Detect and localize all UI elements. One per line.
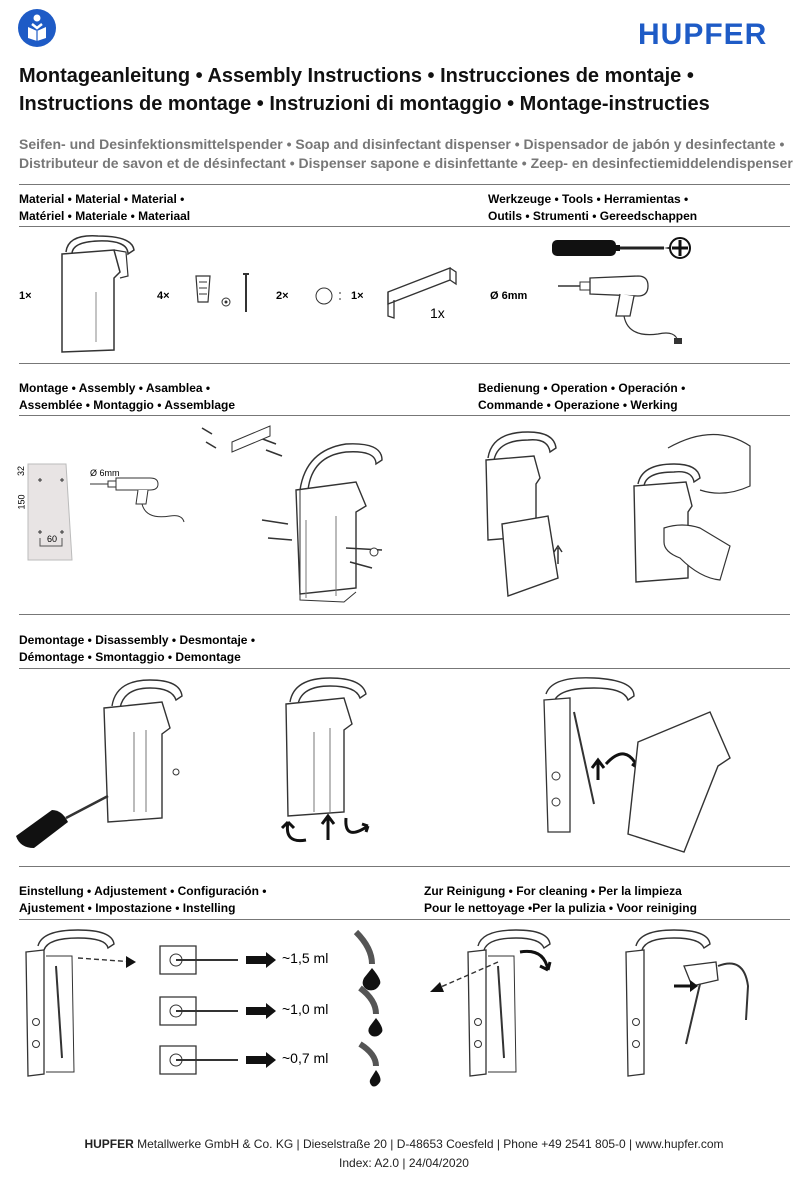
dim-top-label: 32 [16,465,27,477]
dosage-setting-3-diagram [159,1045,276,1075]
operation-heading-line-2: Commande • Operazione • Werking [478,398,678,412]
assembly-exploded-diagram [201,425,383,603]
dim-height-label: 150 [16,494,27,510]
disassembly-release-diagram [280,677,370,843]
subtitle-line-1: Seifen- und Desinfektionsmittelspender •… [19,136,785,152]
tools-heading-line-1: Werkzeuge • Tools • Herramientas • [488,192,689,206]
drop-small-icon [358,1041,381,1087]
dowel-icon [195,273,249,312]
footer-index: Index: A2.0 | 24/04/2020 [339,1156,469,1170]
footer-company-line: HUPFER Metallwerke GmbH & Co. KG | Diese… [0,1135,808,1153]
section-disassembly-heading: Demontage • Disassembly • Desmontaje • D… [19,632,255,666]
footer-company-details: Metallwerke GmbH & Co. KG | Dieselstraße… [133,1137,724,1151]
subtitle-line-2: Distributeur de savon et de désinfectant… [19,155,793,171]
cleaning-heading-line-2: Pour le nettoyage •Per la pulizia • Voor… [424,901,697,915]
title-line-2: Instructions de montage • Instruzioni di… [19,93,710,115]
assembly-heading-line-2: Assemblée • Montaggio • Assemblage [19,398,236,412]
dowel-qty: 4× [157,290,170,302]
section-material-heading: Material • Material • Material • Matérie… [19,191,190,225]
adjustment-pump-diagram [25,929,136,1077]
dosage-setting-1-diagram [159,945,276,975]
footer-company-bold: HUPFER [84,1137,134,1151]
cleaning-remove-pump-diagram [430,929,552,1077]
bracket-icon [387,267,457,319]
operation-open-diagram [485,431,563,597]
dispenser-icon [61,235,135,353]
adjustment-heading-line-2: Ajustement • Impostazione • Instelling [19,901,236,915]
assembly-drill-label: Ø 6mm [90,468,120,478]
page-subtitle: Seifen- und Desinfektionsmittelspender •… [19,135,799,173]
disassembly-heading-line-1: Demontage • Disassembly • Desmontaje • [19,633,256,647]
section-tools-heading: Werkzeuge • Tools • Herramientas • Outil… [488,191,697,225]
section-assembly-heading: Montage • Assembly • Asamblea • Assemblé… [19,380,235,414]
dosage-amount-3: ~0,7 ml [282,1050,329,1066]
dim-width-label: 60 [47,534,58,544]
screwdriver-icon [552,237,691,259]
material-heading-line-1: Material • Material • Material • [19,192,185,206]
drilling-template-diagram [27,463,73,561]
disassembly-remove-cover-diagram [543,677,731,853]
assembly-drill-icon [90,477,185,523]
drop-large-icon [353,929,381,991]
cap-icon [315,287,341,305]
title-line-1: Montageanleitung • Assembly Instructions… [19,65,694,87]
tools-heading-line-2: Outils • Strumenti • Gereedschappen [488,209,698,223]
read-manual-icon [18,9,56,47]
drill-size-label: Ø 6mm [490,290,528,302]
section-adjustment-heading: Einstellung • Adjustement • Configuració… [19,883,267,917]
dosage-setting-2-diagram [159,996,276,1026]
drop-medium-icon [358,985,383,1037]
page-title: Montageanleitung • Assembly Instructions… [19,62,799,118]
disassembly-screwdriver-diagram [16,679,183,848]
dispenser-qty: 1× [19,290,32,302]
cleaning-pump-removed-diagram [625,929,750,1077]
cap-qty: 1× [351,290,364,302]
operation-heading-line-1: Bedienung • Operation • Operación • [478,381,686,395]
brand-logo: HUPFER [638,18,768,51]
assembly-heading-line-1: Montage • Assembly • Asamblea • [19,381,211,395]
dosage-amount-1: ~1,5 ml [282,950,329,966]
operation-hand-diagram [633,433,751,583]
section-operation-heading: Bedienung • Operation • Operación • Comm… [478,380,685,414]
section-cleaning-heading: Zur Reinigung • For cleaning • Per la li… [424,883,697,917]
material-heading-line-2: Matériel • Materiale • Materiaal [19,209,191,223]
bracket-qty: 1x [430,305,445,321]
drill-icon [558,275,682,344]
dosage-amount-2: ~1,0 ml [282,1001,329,1017]
cleaning-heading-line-1: Zur Reinigung • For cleaning • Per la li… [424,884,682,898]
screw-qty: 2× [276,290,289,302]
disassembly-heading-line-2: Démontage • Smontaggio • Demontage [19,650,241,664]
adjustment-heading-line-1: Einstellung • Adjustement • Configuració… [19,884,267,898]
